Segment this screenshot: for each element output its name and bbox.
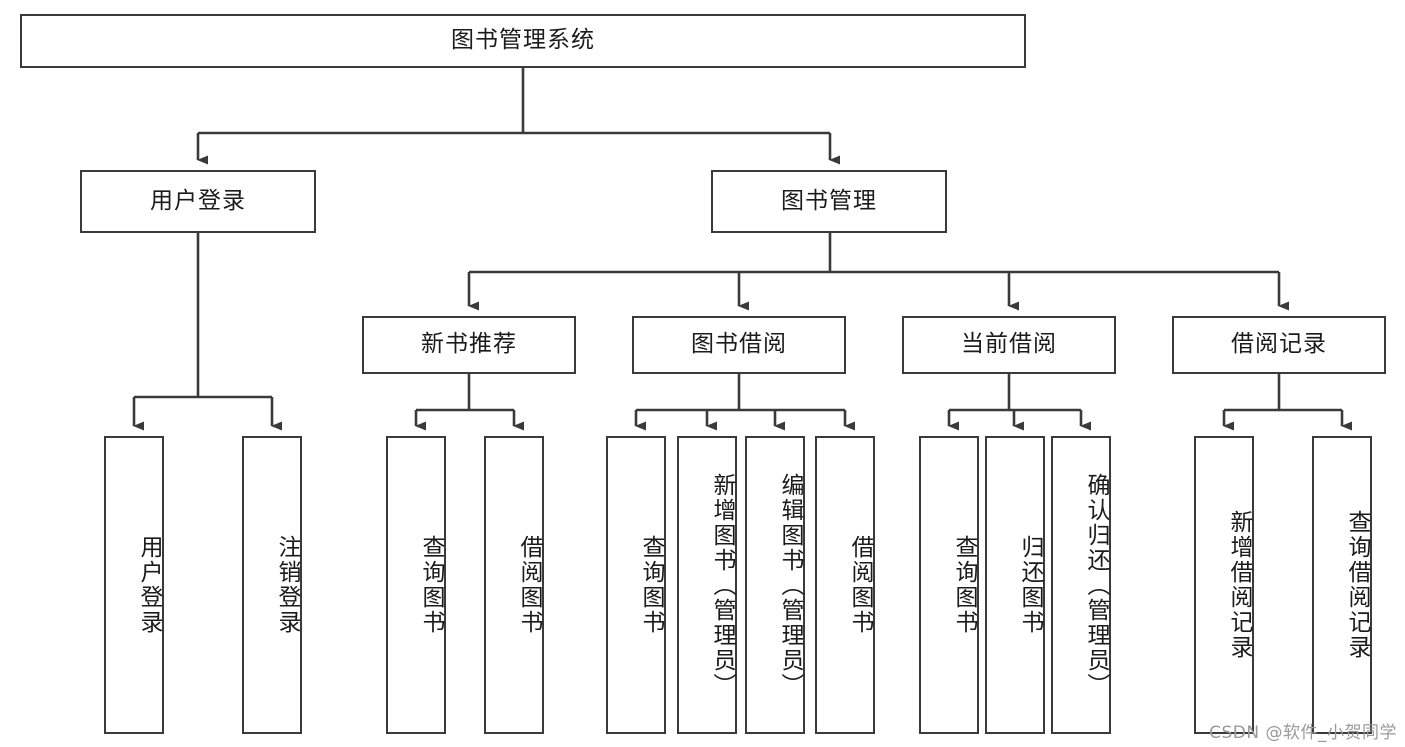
node-leaf-query-borrow-record-label: 查询借阅记录 [1344,510,1370,660]
node-leaf-add-borrow-record[interactable]: 新增借阅记录 [1194,436,1254,734]
node-book-management-label: 图书管理 [781,187,877,214]
node-leaf-add-book-label: 新增图书（管理员） [709,472,735,698]
node-leaf-edit-book-label: 编辑图书（管理员） [777,472,803,698]
node-new-book-recommend-label: 新书推荐 [421,331,517,358]
node-book-management[interactable]: 图书管理 [711,170,947,233]
node-leaf-return-book[interactable]: 归还图书 [985,436,1045,734]
node-leaf-query-book-2-label: 查询图书 [638,535,664,635]
node-leaf-confirm-return-label: 确认归还（管理员） [1083,472,1109,698]
node-leaf-confirm-return[interactable]: 确认归还（管理员） [1051,436,1111,734]
node-leaf-return-book-label: 归还图书 [1017,535,1043,635]
node-leaf-query-book-2[interactable]: 查询图书 [606,436,666,734]
node-leaf-borrow-book-1-label: 借阅图书 [516,535,542,635]
node-leaf-logout-login[interactable]: 注销登录 [242,436,302,734]
node-leaf-borrow-book-2[interactable]: 借阅图书 [815,436,875,734]
node-current-borrow[interactable]: 当前借阅 [902,316,1116,374]
node-leaf-user-login[interactable]: 用户登录 [104,436,164,734]
node-leaf-user-login-label: 用户登录 [136,535,162,635]
node-user-login[interactable]: 用户登录 [80,170,316,233]
node-leaf-edit-book[interactable]: 编辑图书（管理员） [745,436,805,734]
node-new-book-recommend[interactable]: 新书推荐 [362,316,576,374]
node-leaf-query-book-1-label: 查询图书 [418,535,444,635]
node-book-borrow-label: 图书借阅 [691,331,787,358]
node-user-login-label: 用户登录 [150,187,246,214]
node-leaf-add-borrow-record-label: 新增借阅记录 [1226,510,1252,660]
node-leaf-query-book-3[interactable]: 查询图书 [919,436,979,734]
node-book-borrow[interactable]: 图书借阅 [632,316,846,374]
node-leaf-query-book-3-label: 查询图书 [951,535,977,635]
node-leaf-query-book-1[interactable]: 查询图书 [386,436,446,734]
node-root-label: 图书管理系统 [451,27,595,54]
node-leaf-add-book[interactable]: 新增图书（管理员） [677,436,737,734]
node-leaf-query-borrow-record[interactable]: 查询借阅记录 [1312,436,1372,734]
node-borrow-record[interactable]: 借阅记录 [1172,316,1386,374]
watermark-text: CSDN @软件_小贺同学 [1209,723,1397,743]
node-current-borrow-label: 当前借阅 [961,331,1057,358]
node-root-system[interactable]: 图书管理系统 [20,14,1026,68]
node-borrow-record-label: 借阅记录 [1231,331,1327,358]
node-leaf-borrow-book-2-label: 借阅图书 [847,535,873,635]
node-leaf-logout-login-label: 注销登录 [274,535,300,635]
node-leaf-borrow-book-1[interactable]: 借阅图书 [484,436,544,734]
